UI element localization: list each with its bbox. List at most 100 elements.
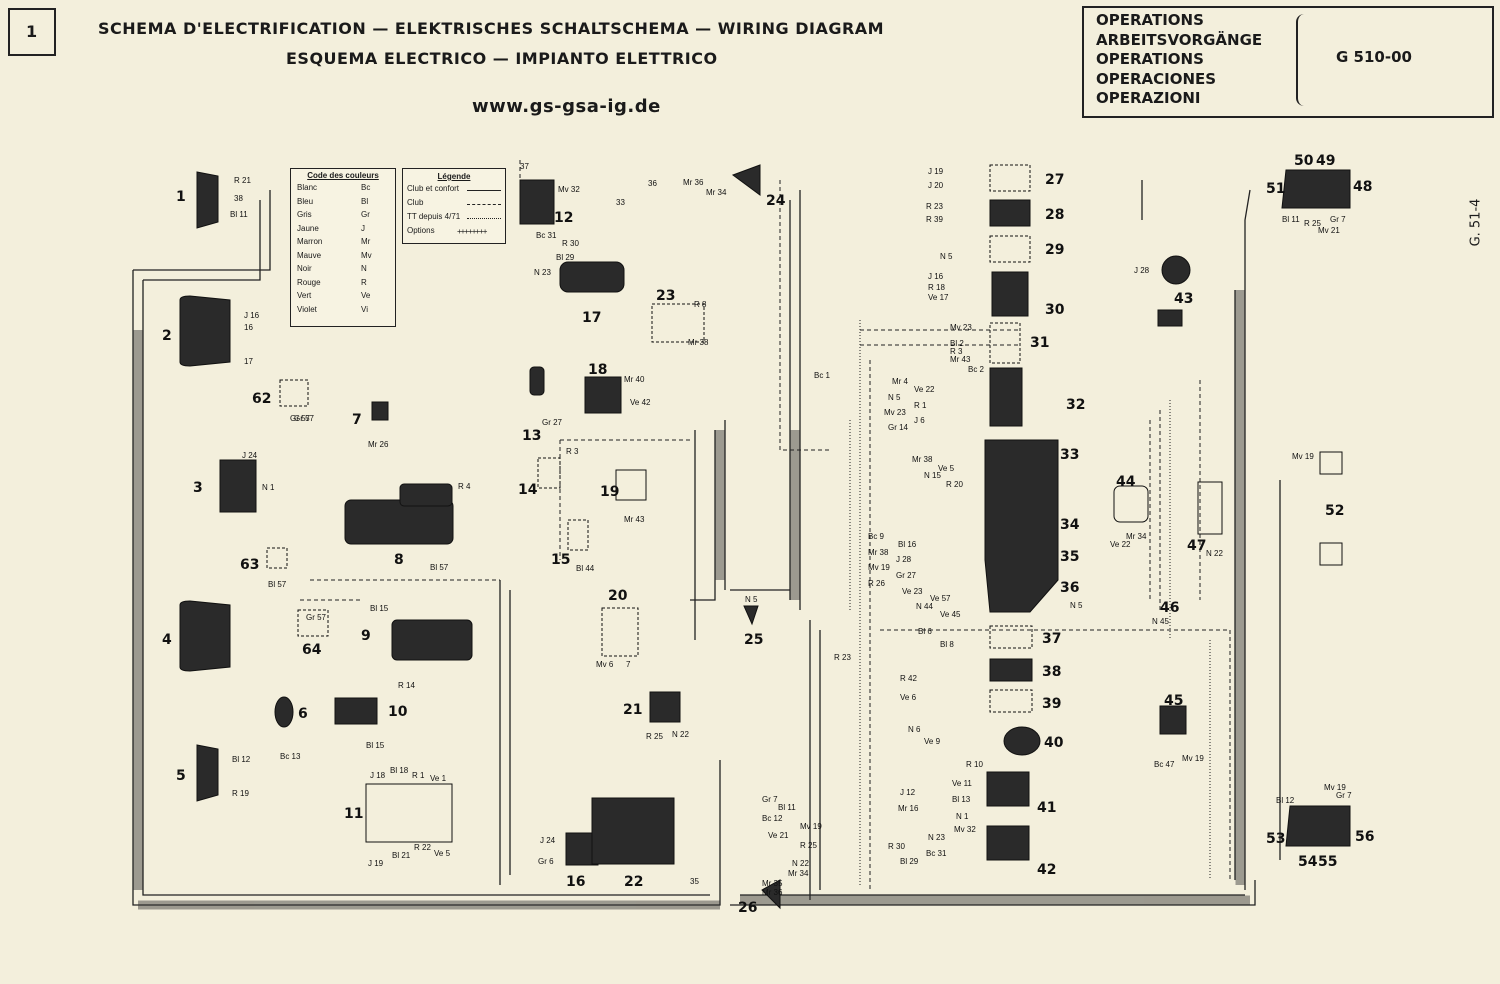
motor-shape [615, 469, 647, 501]
component-number: 49 [1316, 153, 1335, 169]
tail-lamp-shape [1285, 805, 1351, 847]
wire-label: Bl 6 [918, 627, 932, 636]
wire-label: R 25 [800, 841, 817, 850]
connector-shape [989, 322, 1021, 364]
wire-label: J 18 [370, 771, 386, 780]
component-number: 33 [1060, 447, 1079, 463]
component-number: 44 [1116, 474, 1136, 490]
operations-line: OPERATIONS [1096, 50, 1204, 68]
wire-label: Ve 22 [914, 385, 935, 394]
wire-label: J 19 [368, 859, 384, 868]
legend-label: Club [407, 198, 424, 207]
component-number: 50 [1294, 153, 1314, 169]
component-numbers: 1 2 3 4 5 6 7 8 9 10 11 12 13 14 15 16 1… [162, 153, 1374, 916]
operations-brace [1296, 14, 1308, 106]
operations-lines: OPERATIONS ARBEITSVORGÄNGE OPERATIONS OP… [1096, 11, 1262, 109]
component-number: 7 [352, 412, 362, 428]
wire-label: Bl 12 [1276, 796, 1295, 805]
flasher-shape [584, 376, 622, 414]
wire-label: Gr 57 [290, 414, 311, 423]
wire-label: Bl 11 [778, 803, 796, 812]
website-url: www.gs-gsa-ig.de [472, 96, 661, 117]
wire-label: N 45 [1152, 617, 1169, 626]
title-line-2: ESQUEMA ELECTRICO — IMPIANTO ELETTRICO [286, 49, 718, 68]
combination-switch-shape [991, 271, 1029, 317]
wire-label: N 5 [888, 393, 901, 402]
wire-label: Ve 45 [940, 610, 961, 619]
connector-shape [989, 235, 1031, 263]
relay-shape [334, 697, 378, 725]
wire-label: N 22 [672, 730, 689, 739]
wire-label: Gr 14 [888, 423, 909, 432]
wire-label: Ve 1 [430, 774, 447, 783]
component-number: 63 [240, 557, 259, 573]
wire-label: Ve 5 [434, 849, 451, 858]
wire-label: Bl 57 [430, 563, 449, 572]
component-number: 16 [566, 874, 585, 890]
wire-label: Mv 32 [954, 825, 976, 834]
wire-label: N 23 [928, 833, 945, 842]
wire-label: Ve 23 [902, 587, 923, 596]
wire-label: N 23 [534, 268, 551, 277]
component-number: 29 [1045, 242, 1064, 258]
wire-label: Gr 7 [1336, 791, 1352, 800]
component-number: 10 [388, 704, 408, 720]
wire-label: Bl 44 [576, 564, 595, 573]
component-shapes [179, 164, 1351, 910]
connector-shape [266, 547, 288, 569]
wire-label: Ve 6 [900, 693, 917, 702]
wire-label: Gr 57 [306, 613, 327, 622]
wire-label: Bl 29 [556, 253, 575, 262]
component-number: 5 [176, 768, 186, 784]
color-code: R [361, 277, 367, 287]
switch-shape [986, 825, 1030, 861]
component-number: 39 [1042, 696, 1061, 712]
switch-shape [989, 367, 1023, 427]
wire-label: R 21 [234, 176, 251, 185]
legend-label: Options [407, 226, 435, 235]
wire-label: Mr 16 [898, 804, 919, 813]
wire-label: Gr 7 [762, 795, 778, 804]
wire-label: Bl 12 [232, 755, 251, 764]
component-number: 8 [394, 552, 404, 568]
title-line-1: SCHEMA D'ELECTRIFICATION — ELEKTRISCHES … [98, 19, 885, 38]
wire-label: N 22 [1206, 549, 1223, 558]
legend-line-solid [467, 190, 501, 191]
color-code-title: Code des couleurs [307, 171, 379, 180]
coil-shape [391, 619, 473, 661]
component-number: 15 [551, 552, 570, 568]
component-number: 31 [1030, 335, 1049, 351]
wire-label: R 1 [412, 771, 425, 780]
wire-label: Mv 32 [558, 185, 580, 194]
component-number: 19 [600, 484, 619, 500]
wire-label: Mr 4 [892, 377, 909, 386]
wire-label: Mv 19 [868, 563, 890, 572]
component-number: 37 [1042, 631, 1061, 647]
operations-code: G 510-00 [1336, 48, 1412, 66]
wire-label: Mv 21 [1318, 226, 1340, 235]
legend-row: Club [403, 198, 505, 212]
color-code: J [361, 223, 365, 233]
color-code: Mr [361, 237, 371, 246]
color-name: Noir [297, 264, 312, 273]
operations-box [1082, 6, 1494, 118]
wire-label: Mr 43 [624, 515, 645, 524]
lamp-shape [1157, 309, 1183, 327]
color-name: Mauve [297, 250, 322, 260]
wire-label: Gr 27 [542, 418, 563, 427]
switch-shape [601, 607, 639, 657]
operations-line: OPERAZIONI [1096, 89, 1201, 107]
wire-label: Ve 11 [952, 779, 972, 788]
switch-shape [371, 401, 389, 421]
component-number: 6 [298, 706, 308, 722]
wire-label: Bl 11 [1282, 215, 1300, 224]
regulator-shape [219, 459, 257, 513]
wire-label: R 26 [868, 579, 885, 588]
connector-shape [989, 199, 1031, 227]
wire-label: 37 [520, 162, 529, 171]
